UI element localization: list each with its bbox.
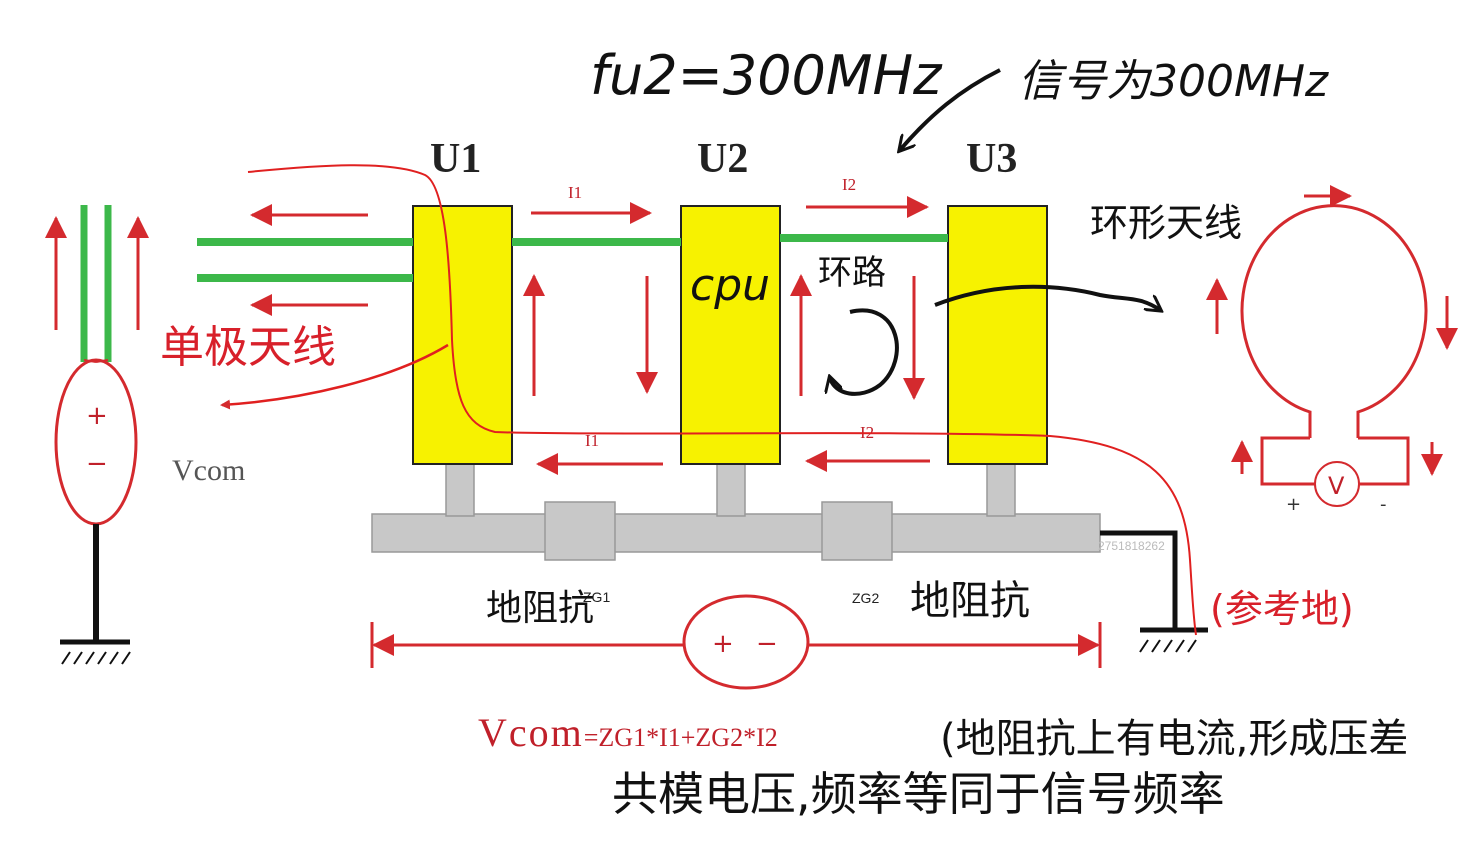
formula: Vcom=ZG1*I1+ZG2*I2 bbox=[478, 710, 778, 755]
loop-curl-arrow bbox=[830, 308, 899, 396]
zg1-block bbox=[544, 501, 616, 561]
zg1-label: ZG1 bbox=[583, 589, 610, 605]
i1-top-label: I1 bbox=[568, 183, 582, 202]
u2-label: U2 bbox=[697, 136, 748, 182]
ground-voltage-minus: − bbox=[756, 629, 778, 659]
u1-label: U1 bbox=[430, 136, 481, 182]
current-arrows bbox=[250, 196, 930, 475]
return-path-curve bbox=[247, 164, 1197, 636]
watermark: 2751818262 bbox=[1098, 539, 1165, 553]
signal-pointer-arrow bbox=[900, 68, 1001, 150]
signal-traces bbox=[197, 234, 948, 282]
zg2-block bbox=[821, 501, 893, 561]
vcom-label: Vcom bbox=[172, 454, 245, 487]
loop-annotation: 环路 bbox=[818, 253, 886, 293]
note-line-2: 共模电压,频率等同于信号频率 bbox=[612, 767, 1225, 821]
signal-annotation: 信号为300MHz bbox=[1018, 56, 1329, 107]
formula-rest: =ZG1*I1+ZG2*I2 bbox=[584, 723, 778, 752]
u3-pin bbox=[986, 463, 1016, 517]
loop-antenna bbox=[1206, 185, 1458, 507]
u3-label: U3 bbox=[966, 136, 1017, 182]
ground-impedance-1: 地阻抗 bbox=[486, 588, 594, 629]
loop-antenna-annotation: 环形天线 bbox=[1090, 201, 1242, 245]
ground-voltage-source bbox=[682, 594, 810, 690]
monopole-pointer bbox=[220, 343, 449, 410]
i1-bottom-label: I1 bbox=[585, 431, 599, 450]
ground-symbol-right bbox=[1100, 530, 1208, 653]
cpu-annotation: cpu bbox=[690, 260, 770, 311]
freq-annotation: fu2=300MHz bbox=[590, 44, 943, 107]
reference-ground-annotation: (参考地) bbox=[1210, 587, 1354, 631]
loop-voltmeter-label: V bbox=[1328, 472, 1345, 500]
monopole-antenna: + − bbox=[45, 205, 149, 665]
ground-impedance-2: 地阻抗 bbox=[910, 578, 1030, 624]
u1-pin bbox=[445, 463, 475, 517]
i2-top-label: I2 bbox=[842, 175, 856, 194]
vcom-minus: − bbox=[86, 449, 108, 479]
vcom-source bbox=[54, 358, 138, 526]
loop-minus: - bbox=[1380, 494, 1387, 515]
u2-pin bbox=[716, 463, 746, 517]
u2-chip bbox=[680, 205, 781, 465]
formula-vcom: Vcom bbox=[478, 710, 584, 755]
note-line-1: (地阻抗上有电流,形成压差 bbox=[940, 716, 1408, 762]
loop-voltmeter bbox=[1314, 461, 1360, 507]
ground-voltage-plus: + bbox=[712, 629, 734, 659]
ground-voltage: + − bbox=[370, 594, 1102, 690]
zg2-label: ZG2 bbox=[852, 590, 879, 606]
loop-antenna-pointer bbox=[934, 284, 1160, 310]
u3-chip bbox=[947, 205, 1048, 465]
loop-plus: + bbox=[1286, 494, 1301, 515]
u1-chip bbox=[412, 205, 513, 465]
ground-plane: 2751818262 bbox=[371, 463, 1165, 561]
vcom-plus: + bbox=[86, 401, 108, 431]
monopole-annotation: 单极天线 bbox=[160, 322, 336, 373]
